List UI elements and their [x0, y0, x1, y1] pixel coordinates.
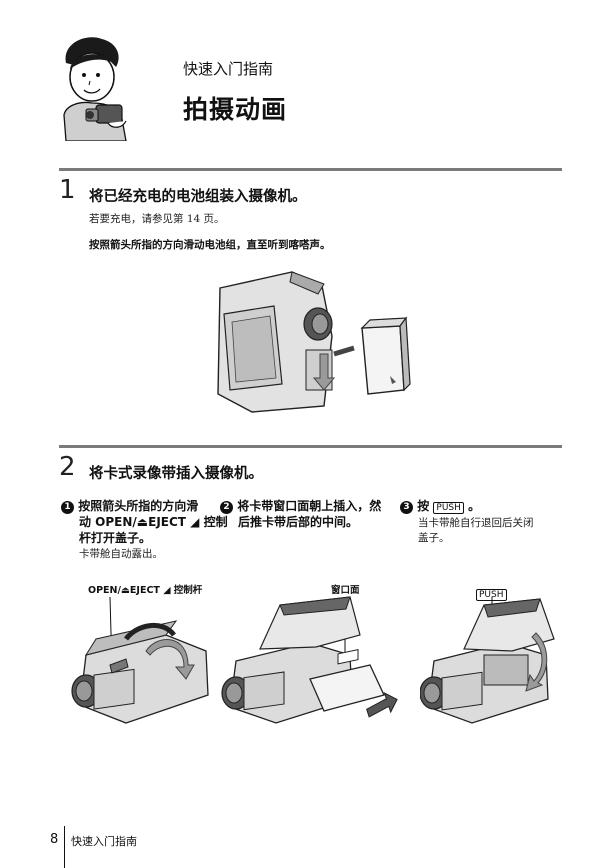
footer-section-label: 快速入门指南 [71, 835, 137, 848]
step-1-instruction: 按照箭头所指的方向滑动电池组，直至听到喀嗒声。 [89, 239, 331, 251]
step-2-title: 将卡式录像带插入摄像机。 [89, 466, 263, 482]
footer-divider [64, 826, 65, 868]
press-push-illustration [420, 597, 555, 724]
page-number: 8 [50, 832, 59, 847]
person-with-camcorder-illustration [63, 37, 127, 141]
substep-3-note-line-1: 当卡带舱自行退回后关闭 [418, 517, 534, 529]
push-callout-label: PUSH [476, 589, 507, 601]
window-side-callout: 窗口面 [331, 585, 360, 596]
substep-1-line-3: 杆打开盖子。 [79, 531, 152, 545]
substep-1-line-2: 动 OPEN/⏏EJECT ◢ 控制 [79, 515, 228, 529]
substep-3-marker: 3 [400, 501, 413, 514]
substep-2-line-1: 将卡带窗口面朝上插入，然 [237, 499, 382, 513]
page-title: 拍摄动画 [183, 95, 288, 124]
section-divider-1 [59, 168, 562, 171]
push-callout: PUSH [476, 582, 507, 601]
step-2-number: 2 [59, 452, 76, 482]
lever-callout: OPEN/⏏EJECT ◢ 控制杆 [88, 585, 203, 596]
substep-3-suffix: 。 [468, 499, 481, 513]
substep-1: 1 按照箭头所指的方向滑 [61, 498, 221, 514]
section-label: 快速入门指南 [183, 60, 274, 78]
open-lid-illustration [71, 596, 209, 724]
substep-3-prefix: 按 [417, 499, 430, 513]
substep-3-note-line-2: 盖子。 [418, 532, 450, 544]
substep-2-marker: 2 [220, 501, 233, 514]
substep-3: 3 按 PUSH 。 [400, 498, 560, 514]
substep-1-line-1: 按照箭头所指的方向滑 [78, 499, 199, 513]
step-1-title: 将已经充电的电池组装入摄像机。 [89, 189, 307, 205]
push-button-label: PUSH [433, 502, 464, 514]
section-divider-2 [59, 445, 562, 448]
battery-insertion-illustration [217, 271, 411, 413]
substep-2: 2 将卡带窗口面朝上插入，然 [220, 498, 400, 514]
step-1-note: 若要充电，请参见第 14 页。 [89, 213, 225, 225]
substep-1-note: 卡带舱自动露出。 [79, 548, 163, 560]
substep-1-marker: 1 [61, 501, 74, 514]
substep-2-line-2: 后推卡带后部的中间。 [238, 515, 359, 529]
insert-cassette-illustration [221, 596, 398, 724]
step-1-number: 1 [59, 175, 76, 205]
